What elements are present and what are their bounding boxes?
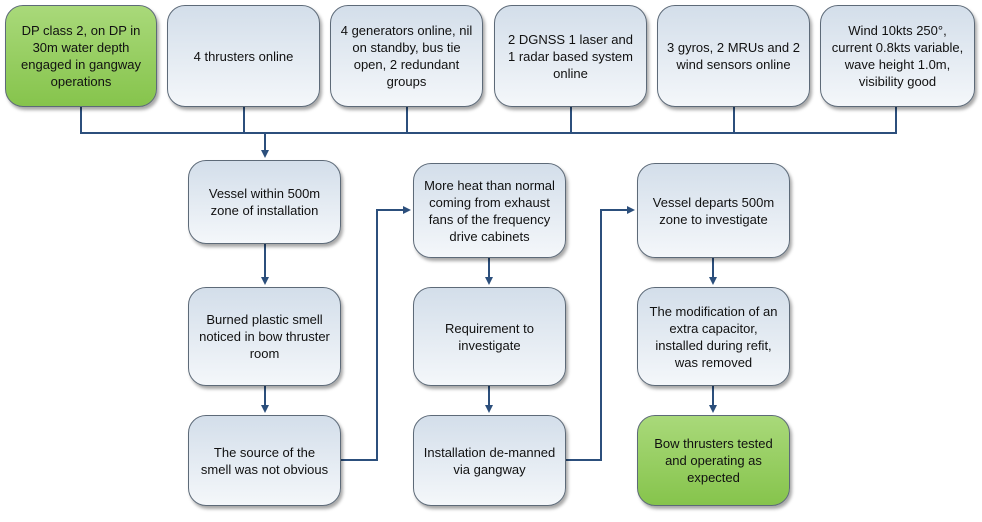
box-text: 4 thrusters online — [193, 48, 294, 64]
step-thrusters-tested: Bow thrusters tested and operating as ex… — [637, 415, 790, 506]
box-text: Requirement to investigate — [445, 320, 534, 353]
top-connector-bus — [80, 107, 897, 134]
box-text: Bow thrusters tested and operating as ex… — [654, 436, 773, 485]
top-box-thrusters: 4 thrusters online — [167, 5, 320, 107]
step-vessel-within-zone: Vessel within 500m zone of installation — [188, 160, 341, 244]
top-box-position-reference: 2 DGNSS 1 laser and 1 radar based system… — [494, 5, 647, 107]
step-burned-smell: Burned plastic smell noticed in bow thru… — [188, 287, 341, 386]
box-text: More heat than normal coming from exhaus… — [424, 177, 555, 244]
box-text: Burned plastic smell noticed in bow thru… — [199, 312, 330, 361]
top-box-environment: Wind 10kts 250°, current 0.8kts variable… — [820, 5, 975, 107]
step-installation-demanned: Installation de-manned via gangway — [413, 415, 566, 506]
top-box-sensors: 3 gyros, 2 MRUs and 2 wind sensors onlin… — [657, 5, 810, 107]
box-text: 3 gyros, 2 MRUs and 2 wind sensors onlin… — [667, 40, 800, 72]
arrow-col2-to-col3 — [565, 206, 635, 461]
box-text: The modification of an extra capacitor, … — [649, 303, 778, 370]
box-text: Wind 10kts 250°, current 0.8kts variable… — [831, 23, 964, 89]
top-box-generators: 4 generators online, nil on standby, bus… — [330, 5, 483, 107]
step-source-not-obvious: The source of the smell was not obvious — [188, 415, 341, 506]
step-capacitor-removed: The modification of an extra capacitor, … — [637, 287, 790, 386]
box-text: 4 generators online, nil on standby, bus… — [340, 23, 473, 89]
arrow-col1-to-col2 — [340, 206, 411, 461]
box-text: Vessel within 500m zone of installation — [208, 186, 321, 218]
box-text: 2 DGNSS 1 laser and 1 radar based system… — [507, 31, 633, 81]
box-text: Installation de-manned via gangway — [423, 444, 556, 477]
box-text: The source of the smell was not obvious — [200, 444, 329, 477]
box-text: DP class 2, on DP in 30m water depth eng… — [21, 23, 141, 89]
step-heat-exhaust: More heat than normal coming from exhaus… — [413, 163, 566, 258]
box-text: Vessel departs 500m zone to investigate — [652, 194, 775, 227]
step-vessel-departs: Vessel departs 500m zone to investigate — [637, 163, 790, 258]
step-requirement-investigate: Requirement to investigate — [413, 287, 566, 386]
top-box-dp-class: DP class 2, on DP in 30m water depth eng… — [5, 5, 157, 107]
